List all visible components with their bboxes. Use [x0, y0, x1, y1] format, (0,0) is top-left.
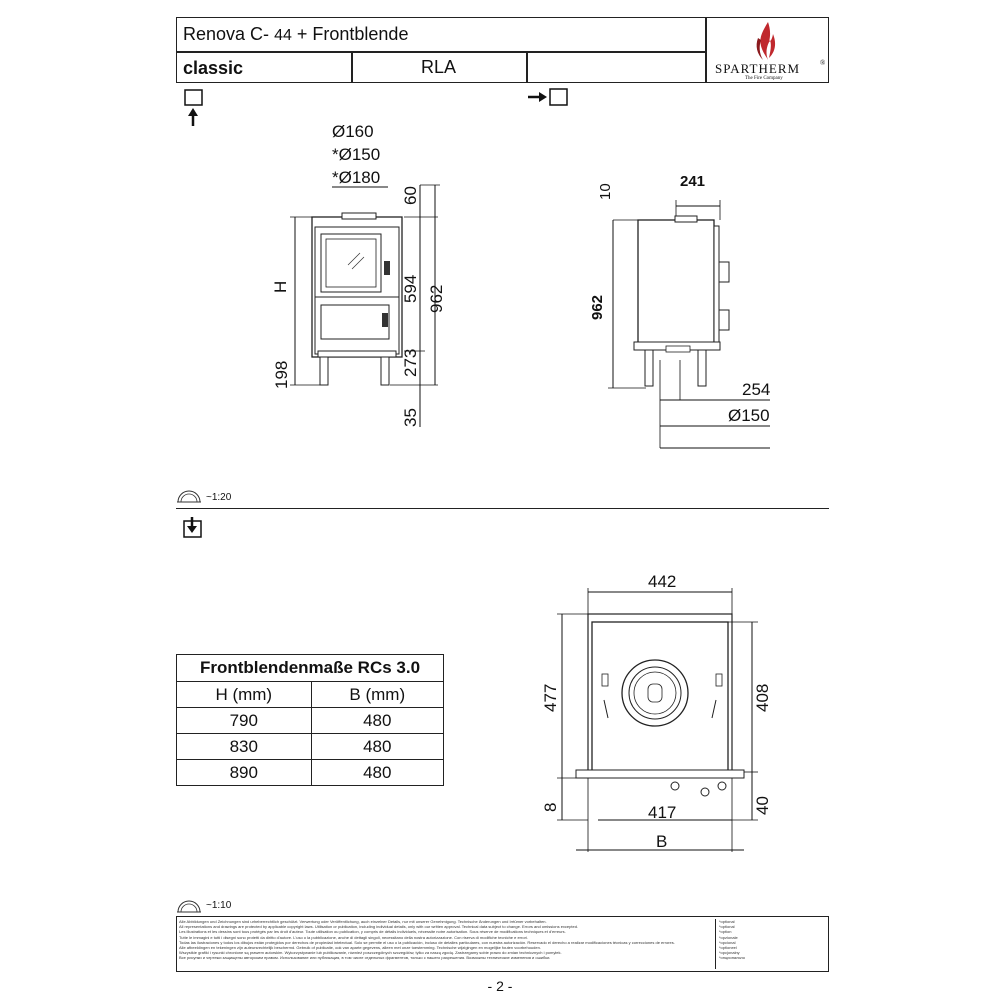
product-title: Renova C- 44 + Frontblende [183, 24, 409, 44]
scale-bottom-label: ~1:10 [206, 900, 232, 911]
front-view-drawing: Ø160 *Ø150 *Ø180 H 198 60 594 273 35 962 [271, 122, 446, 427]
dim-top-label: 60 [401, 186, 420, 205]
flue-option-150-label: *Ø150 [332, 145, 380, 164]
table-cell: 480 [310, 707, 445, 734]
dim-total-label: 962 [427, 285, 446, 313]
frame-dimensions-table: Frontblendenmaße RCs 3.0 H (mm) B (mm) 7… [176, 654, 445, 786]
side-dim-width-top-label: 241 [680, 173, 705, 190]
type-code: RLA [421, 57, 457, 77]
table-row: 890 480 [176, 759, 445, 786]
brand-tagline: The Fire Company [745, 76, 783, 81]
plan-view-drawing: 442 477 8 408 40 417 B [541, 572, 772, 852]
spartherm-flame-logo [756, 22, 776, 60]
side-dim-air-label: Ø150 [728, 406, 770, 425]
copyright-footer: Alle Abbildungen und Zeichnungen sind ur… [176, 916, 829, 972]
dim-door-label: 594 [401, 275, 420, 303]
brand-registered: ® [820, 59, 826, 67]
page-number: - 2 - [487, 978, 513, 994]
table-header-b: B (mm) [310, 681, 445, 708]
title-block-divider [176, 51, 706, 53]
variant-label: classic [183, 58, 244, 78]
dim-foot-label: 35 [401, 408, 420, 427]
frame-table-title: Frontblendenmaße RCs 3.0 [176, 654, 444, 682]
optional-legend: *optional *optional *option *opzionale *… [715, 919, 745, 969]
plan-dim-foot-right-label: 40 [753, 796, 772, 815]
scale-ruler-icon [177, 900, 201, 913]
title-block-divider [705, 17, 707, 83]
brand-name: SPARTHERM [715, 61, 801, 76]
plan-dim-depth-inner-label: 408 [753, 684, 772, 712]
side-view-icon [528, 88, 568, 106]
title-block-divider [351, 51, 353, 83]
dim-legs-label: 198 [272, 361, 291, 389]
plan-dim-foot-left-label: 8 [541, 803, 560, 812]
table-cell: 790 [176, 707, 312, 734]
plan-dim-width-inner-label: 417 [648, 803, 676, 822]
dim-base-label: 273 [401, 349, 420, 377]
side-dim-rear-label: 254 [742, 380, 770, 399]
flue-diameter-label: Ø160 [332, 122, 374, 141]
disclaimer-text: Alle Abbildungen und Zeichnungen sind ur… [179, 919, 675, 961]
section-divider [176, 508, 829, 509]
table-cell: 830 [176, 733, 312, 760]
plan-dim-b-label: B [656, 832, 667, 851]
front-view-icon [184, 89, 203, 126]
table-cell: 480 [310, 759, 445, 786]
plan-dim-width-label: 442 [648, 572, 676, 591]
title-block [176, 17, 829, 83]
plan-dim-depth-outer-label: 477 [541, 684, 560, 712]
scale-top-label: ~1:20 [206, 492, 232, 503]
table-header-h: H (mm) [176, 681, 312, 708]
side-view-drawing: 10 241 962 254 Ø150 [589, 173, 770, 449]
flue-option-180-label: *Ø180 [332, 168, 380, 187]
table-cell: 890 [176, 759, 312, 786]
dim-height-label: H [271, 281, 290, 293]
table-cell: 480 [310, 733, 445, 760]
table-row: 790 480 [176, 707, 445, 734]
table-row: 830 480 [176, 733, 445, 760]
title-block-divider [526, 51, 528, 83]
top-view-icon [183, 517, 202, 538]
scale-ruler-icon [177, 490, 201, 503]
side-dim-height-label: 962 [589, 295, 606, 320]
side-dim-top-label: 10 [597, 183, 614, 200]
